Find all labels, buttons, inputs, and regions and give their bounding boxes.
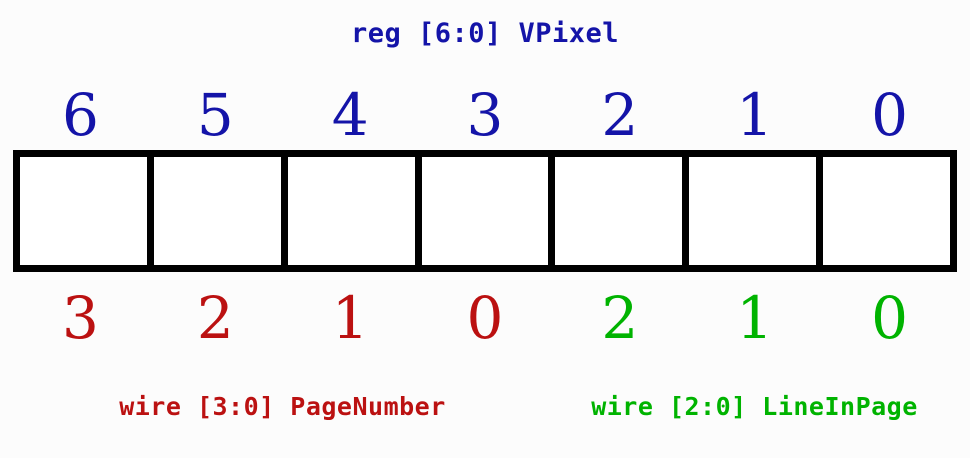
bit-index-6: 6: [61, 81, 99, 149]
bit-cell-6: [20, 157, 154, 265]
bit-index-4: 4: [331, 81, 369, 149]
bit-index-2: 2: [601, 81, 639, 149]
field-index-pagenumber-3: 3: [61, 284, 99, 352]
field-label-lineinpage: wire [2:0] LineInPage: [591, 392, 918, 421]
bit-cell-5: [153, 157, 288, 265]
bit-index-5: 5: [196, 81, 234, 149]
bit-cell-4: [287, 157, 422, 265]
bit-index-3: 3: [466, 81, 504, 149]
register-box: [13, 150, 957, 272]
field-index-lineinpage-0: 0: [871, 284, 909, 352]
field-index-pagenumber-1: 1: [331, 284, 369, 352]
field-label-row: wire [3:0] PageNumber wire [2:0] LineInP…: [13, 392, 957, 436]
register-title: reg [6:0] VPixel: [350, 18, 620, 49]
bit-cell-1: [689, 157, 824, 265]
bit-index-1: 1: [736, 81, 774, 149]
bit-cell-2: [555, 157, 690, 265]
field-label-pagenumber: wire [3:0] PageNumber: [119, 392, 446, 421]
bit-cell-0: [823, 157, 951, 265]
bit-index-row: 6 5 4 3 2 1 0: [13, 72, 957, 144]
field-index-row: 3 2 1 0 2 1 0: [13, 288, 957, 366]
bit-cell-3: [421, 157, 556, 265]
bit-index-0: 0: [871, 81, 909, 149]
field-index-lineinpage-2: 2: [601, 284, 639, 352]
field-index-lineinpage-1: 1: [736, 284, 774, 352]
field-index-pagenumber-2: 2: [196, 284, 234, 352]
field-index-pagenumber-0: 0: [466, 284, 504, 352]
